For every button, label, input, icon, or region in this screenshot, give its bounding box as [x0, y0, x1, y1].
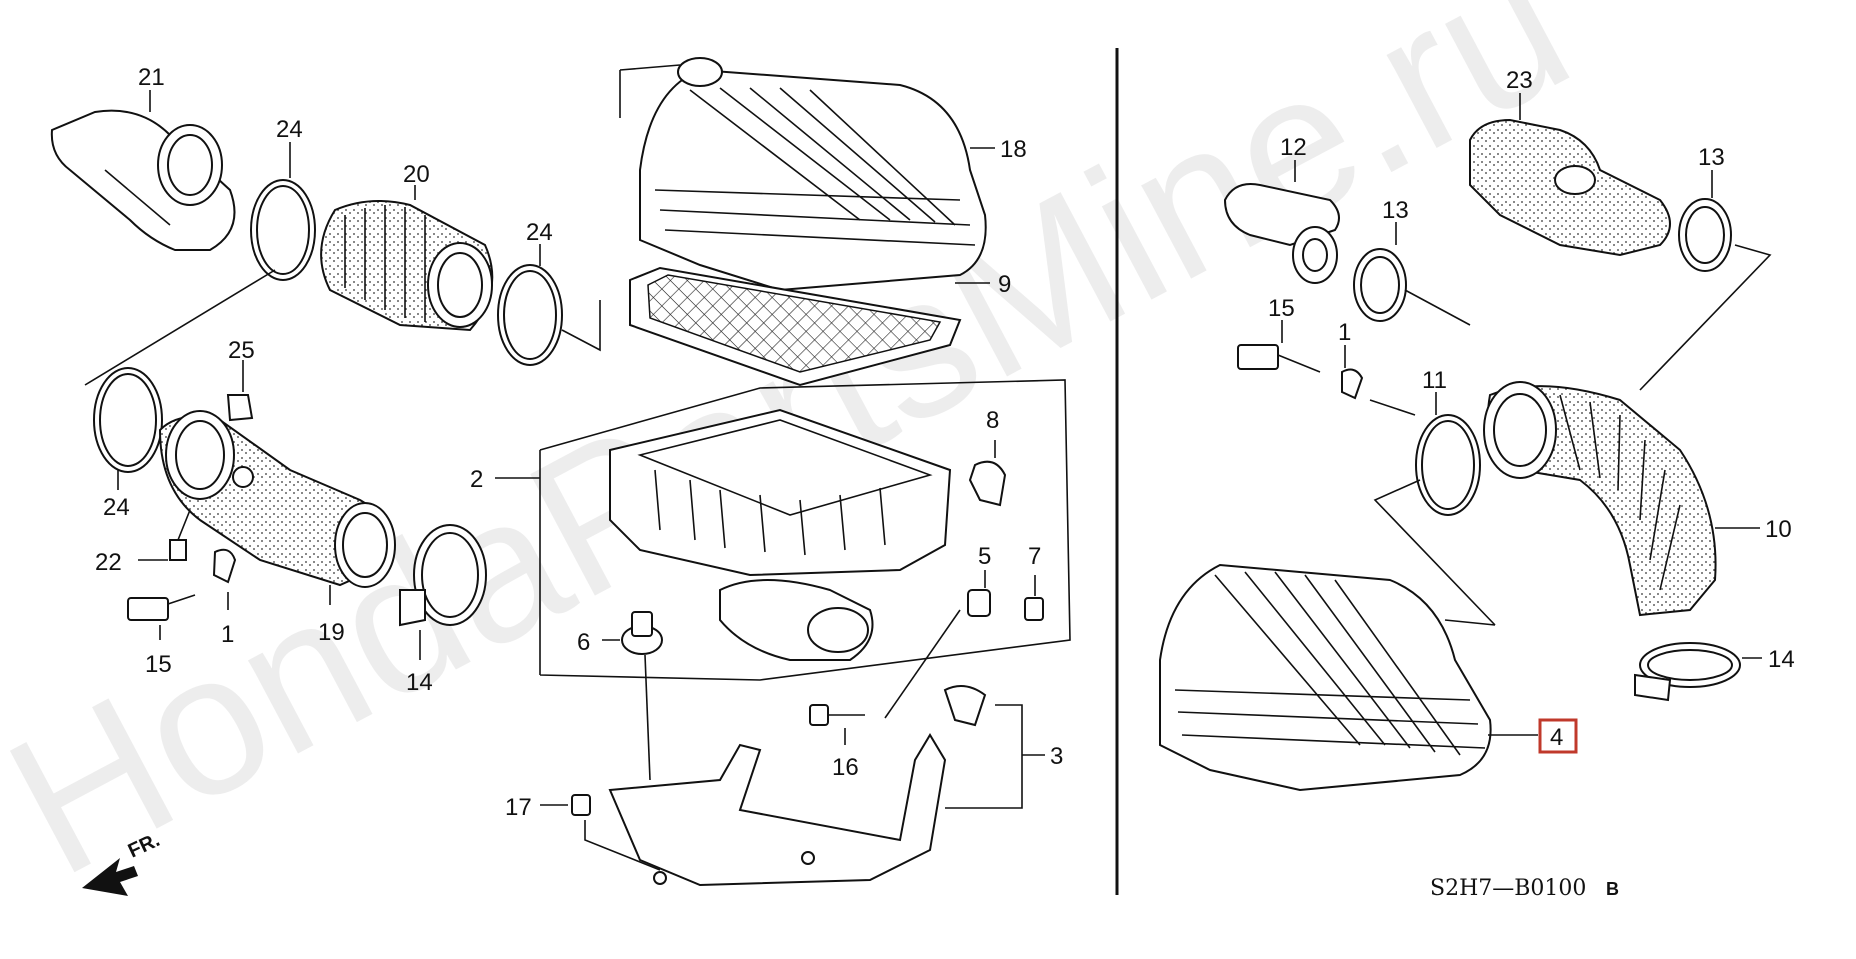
hose-clamp-part-13-right [1678, 198, 1732, 272]
callout-13-a: 13 [1382, 197, 1409, 224]
resonator-part-23 [1469, 118, 1671, 257]
callout-17: 17 [505, 794, 532, 821]
collar-part-7 [1024, 597, 1044, 621]
callout-22: 22 [95, 549, 122, 576]
callout-2: 2 [470, 466, 483, 493]
callout-7: 7 [1028, 543, 1041, 570]
grommet-part-5 [967, 589, 991, 617]
throttle-body-part-19 [158, 410, 396, 588]
callout-20: 20 [403, 161, 430, 188]
clip-part-1-right [1341, 368, 1364, 400]
callout-23: 23 [1506, 67, 1533, 94]
sensor-part-15-left [127, 594, 196, 621]
hose-clamp-part-14-left [399, 524, 487, 627]
callout-15-b: 15 [1268, 295, 1295, 322]
callout-4-highlight[interactable] [1538, 718, 1578, 754]
callout-14-b: 14 [1768, 646, 1795, 673]
callout-14-a: 14 [406, 669, 433, 696]
callout-21: 21 [138, 64, 165, 91]
clamp-ring-part-11 [1415, 414, 1481, 516]
callout-9: 9 [998, 271, 1011, 298]
callout-18: 18 [1000, 136, 1027, 163]
air-duct-part-12 [1223, 183, 1340, 284]
callout-4[interactable]: 4 [1550, 724, 1563, 751]
bracket-part-3 [608, 685, 987, 887]
air-cleaner-cover-part-18 [639, 57, 987, 292]
clamp-ring-part-24-top [250, 179, 316, 281]
air-filter-element-part-9 [629, 266, 962, 387]
callout-13-b: 13 [1698, 144, 1725, 171]
callout-1-b: 1 [1338, 319, 1351, 346]
clip-part-8 [968, 460, 1007, 507]
clip-part-1-left [212, 548, 237, 584]
sensor-part-22 [169, 509, 191, 561]
callout-12: 12 [1280, 134, 1307, 161]
callout-1-a: 1 [221, 621, 234, 648]
front-direction-arrow-icon [82, 858, 138, 896]
mount-rubber-part-6 [621, 611, 663, 655]
intake-duct-part-21 [50, 109, 236, 251]
bolt-part-16 [809, 704, 865, 726]
clamp-ring-part-24-mid [497, 264, 563, 366]
callout-15-a: 15 [145, 651, 172, 678]
diagram-code: S2H7—B0100 [1430, 876, 1586, 901]
callout-10: 10 [1765, 516, 1792, 543]
air-cleaner-housing-part-2 [609, 408, 952, 661]
intake-boot-part-10 [1483, 381, 1717, 617]
callout-5: 5 [978, 543, 991, 570]
diagram-code-suffix: B [1606, 879, 1619, 899]
callout-8: 8 [986, 407, 999, 434]
intake-boot-part-20 [320, 200, 494, 332]
callout-25: 25 [228, 337, 255, 364]
callout-11: 11 [1422, 367, 1447, 394]
clip-part-25 [226, 394, 254, 422]
callout-16: 16 [832, 754, 859, 781]
callout-24-a: 24 [276, 116, 303, 143]
callout-24-c: 24 [103, 494, 130, 521]
callout-19: 19 [318, 619, 345, 646]
clamp-ring-part-24-left [93, 367, 163, 473]
hose-clamp-part-13-left [1353, 248, 1407, 322]
sensor-part-15-right [1237, 344, 1321, 373]
hose-clamp-part-14-right [1634, 642, 1741, 702]
callout-6: 6 [577, 629, 590, 656]
callout-24-b: 24 [526, 219, 553, 246]
callout-3: 3 [1050, 743, 1063, 770]
bolt-part-17 [571, 794, 591, 816]
air-cleaner-cover-part-4[interactable] [1159, 563, 1492, 792]
